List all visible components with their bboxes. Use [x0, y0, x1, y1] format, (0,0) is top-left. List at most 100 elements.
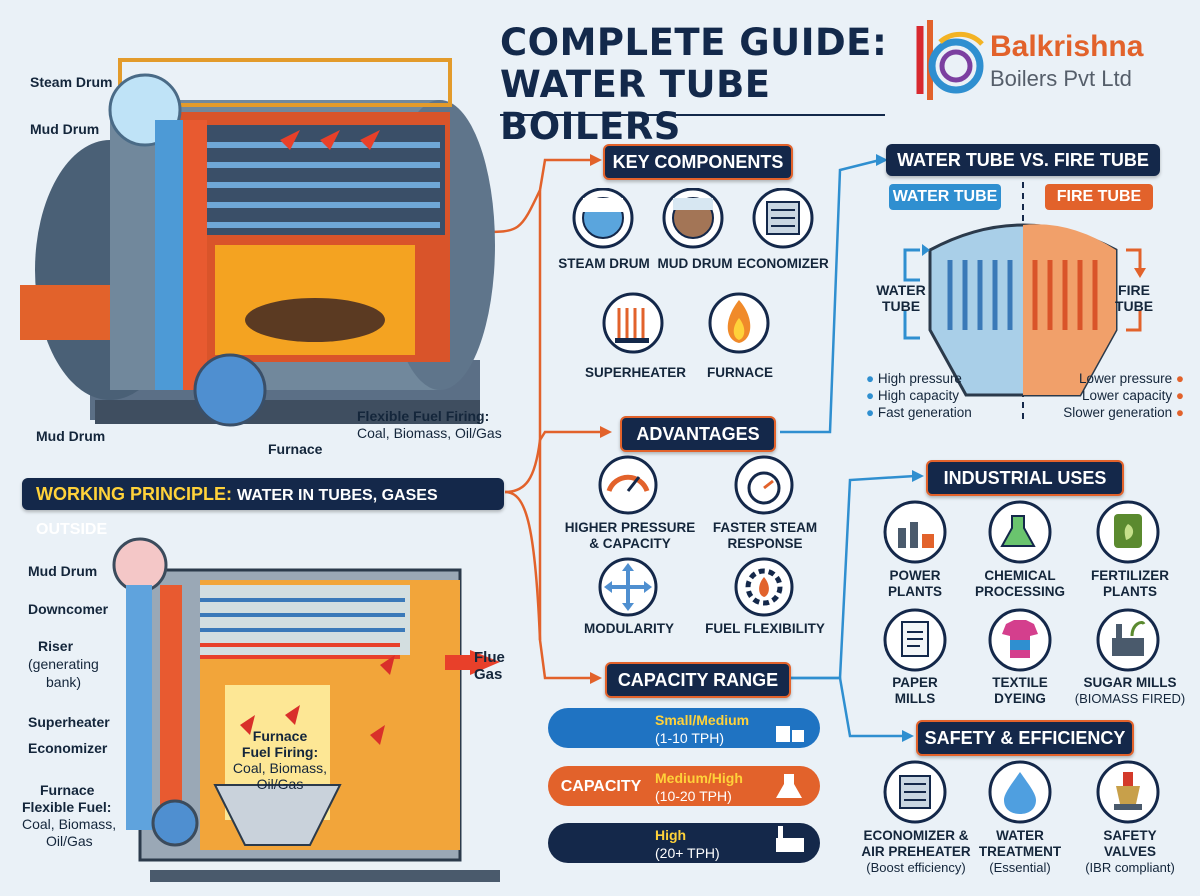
economizer-preheater-line-2: AIR PREHEATER	[861, 844, 971, 859]
faster-steam-line-2: RESPONSE	[727, 536, 803, 551]
stopwatch-icon	[734, 455, 794, 515]
flexible-fuel-label: Flexible Fuel:	[22, 799, 112, 815]
modularity-caption: MODULARITY	[584, 621, 674, 636]
brand-name: Balkrishna	[990, 30, 1144, 63]
chemical-processing-caption: CHEMICAL PROCESSING	[970, 568, 1070, 600]
flexible-fuel-text-2: Oil/Gas	[46, 833, 93, 849]
textile-shirt-icon	[988, 608, 1052, 672]
working-principle-banner: WORKING PRINCIPLE: WATER IN TUBES, GASES…	[22, 478, 504, 538]
top-boiler-illustration	[20, 58, 495, 427]
fuel-firing-text: Coal, Biomass, Oil/Gas	[357, 425, 502, 441]
capacity-band-high	[548, 823, 820, 863]
safety-valves-line-2: VALVES	[1103, 844, 1156, 859]
water-tube-tag: WATER TUBE	[889, 184, 1001, 210]
paper-line-2: MILLS	[894, 691, 936, 706]
fire-tube-tag: FIRE TUBE	[1045, 184, 1153, 210]
economizer-preheater-caption: ECONOMIZER & AIR PREHEATER (Boost effici…	[855, 828, 977, 876]
mud-drum-bottom-label: Mud Drum	[36, 428, 106, 444]
economizer-icon	[752, 188, 814, 249]
brand-subtitle: Boilers Pvt Ltd	[990, 66, 1132, 91]
superheater-caption: SUPERHEATER	[585, 365, 687, 380]
fire-point-3: Slower generation ●	[1063, 405, 1184, 420]
safety-valve-icon	[1096, 760, 1160, 824]
furnace-bottom-label: Furnace	[40, 782, 95, 798]
mud-drum-top-label: Mud Drum	[30, 121, 100, 137]
higher-pressure-line-2: & CAPACITY	[589, 536, 671, 551]
working-principle-lead: WORKING PRINCIPLE:	[36, 484, 232, 504]
capacity-tag: CAPACITY	[560, 778, 642, 795]
chemical-flask-icon	[988, 500, 1052, 564]
steam-drum-label: Steam Drum	[30, 74, 113, 90]
center-furnace-title-2: Fuel Firing:	[241, 744, 319, 760]
water-point-2: ● High capacity	[866, 388, 959, 403]
higher-pressure-caption: HIGHER PRESSURE & CAPACITY	[563, 520, 697, 552]
power-plants-caption: POWER PLANTS	[875, 568, 955, 600]
downcomer-label: Downcomer	[28, 601, 109, 617]
water-treatment-line-3: (Essential)	[989, 860, 1051, 875]
faster-steam-caption: FASTER STEAM RESPONSE	[710, 520, 820, 552]
brand-logo-icon	[916, 20, 984, 100]
comparison-illustration	[903, 182, 1146, 420]
capacity-medium-range: (10-20 TPH)	[655, 788, 732, 804]
faster-steam-line-1: FASTER STEAM	[712, 520, 818, 535]
capacity-small-range: (1-10 TPH)	[655, 730, 724, 746]
safety-icons	[883, 760, 1160, 824]
capacity-small-text: Small/Medium (1-10 TPH)	[655, 711, 749, 747]
fuel-firing-title: Flexible Fuel Firing:	[357, 408, 490, 424]
sugar-mill-icon	[1096, 608, 1160, 672]
flask-icon	[776, 774, 802, 798]
mud-drum-label: Mud Drum	[28, 563, 98, 579]
sugar-line-2: (BIOMASS FIRED)	[1074, 691, 1186, 706]
water-treatment-caption: WATER TREATMENT (Essential)	[975, 828, 1065, 876]
mud-drum-caption: MUD DRUM	[657, 256, 733, 271]
capacity-medium-text: Medium/High (10-20 TPH)	[655, 769, 743, 805]
bottom-boiler-schematic	[112, 537, 500, 882]
superheater-icon	[602, 292, 664, 354]
mud-drum-icon	[662, 188, 724, 249]
water-point-3: ● Fast generation	[866, 405, 972, 420]
fuel-flexibility-caption: FUEL FLEXIBILITY	[705, 621, 825, 636]
higher-pressure-line-1: HIGHER PRESSURE	[564, 520, 696, 535]
flue-gas-label-1: Flue	[474, 649, 505, 666]
furnace-icon	[708, 292, 770, 354]
riser-label: Riser	[38, 638, 74, 654]
safety-valves-caption: SAFETY VALVES (IBR compliant)	[1078, 828, 1182, 876]
water-treatment-line-1: WATER	[996, 828, 1044, 843]
capacity-range-header: CAPACITY RANGE	[605, 662, 791, 698]
fire-tube-side-label: FIRE TUBE	[1106, 282, 1162, 314]
center-furnace-title-1: Furnace	[252, 728, 308, 744]
title-underline	[500, 114, 885, 116]
economizer-caption: ECONOMIZER	[737, 256, 829, 271]
capacity-small-label: Small/Medium	[655, 712, 750, 728]
comparison-header: WATER TUBE VS. FIRE TUBE	[886, 144, 1160, 176]
steam-drum-caption: STEAM DRUM	[558, 256, 650, 271]
riser-sub-1: (generating	[28, 656, 99, 672]
key-components-icons	[572, 188, 814, 354]
flexible-fuel-text-1: Coal, Biomass,	[22, 816, 117, 832]
industrial-uses-icons	[883, 500, 1160, 672]
fire-point-1: Lower pressure ●	[1079, 371, 1184, 386]
water-point-1-text: High pressure	[877, 371, 962, 386]
capacity-band-small	[548, 708, 820, 748]
center-furnace-label: Furnace Fuel Firing: Coal, Biomass, Oil/…	[230, 728, 330, 792]
industrial-uses-header: INDUSTRIAL USES	[926, 460, 1124, 496]
flue-gas-label-2: Gas	[474, 666, 503, 683]
fuel-flexibility-gear-icon	[734, 557, 794, 617]
air-preheater-icon	[883, 760, 947, 824]
power-plants-line-1: POWER	[889, 568, 941, 583]
safety-valves-line-3: (IBR compliant)	[1085, 860, 1175, 875]
fire-tube-side-line-1: FIRE	[1118, 282, 1150, 298]
page-title: COMPLETE GUIDE: WATER TUBE BOILERS	[500, 22, 900, 148]
advantages-icons	[598, 455, 794, 617]
water-tube-side-line-1: WATER	[876, 282, 926, 298]
water-drop-icon	[988, 760, 1052, 824]
capacity-medium-label: Medium/High	[655, 770, 743, 786]
fire-tube-side-line-2: TUBE	[1114, 298, 1154, 314]
key-components-header: KEY COMPONENTS	[603, 144, 793, 180]
paper-icon	[883, 608, 947, 672]
sugar-mills-caption: SUGAR MILLS (BIOMASS FIRED)	[1068, 675, 1192, 707]
fire-tube-points: Lower pressure ● Lower capacity ● Slower…	[1040, 370, 1184, 421]
safety-efficiency-header: SAFETY & EFFICIENCY	[916, 720, 1134, 756]
working-principle-text: WATER IN TUBES, GASES OUTSIDE	[36, 487, 438, 538]
